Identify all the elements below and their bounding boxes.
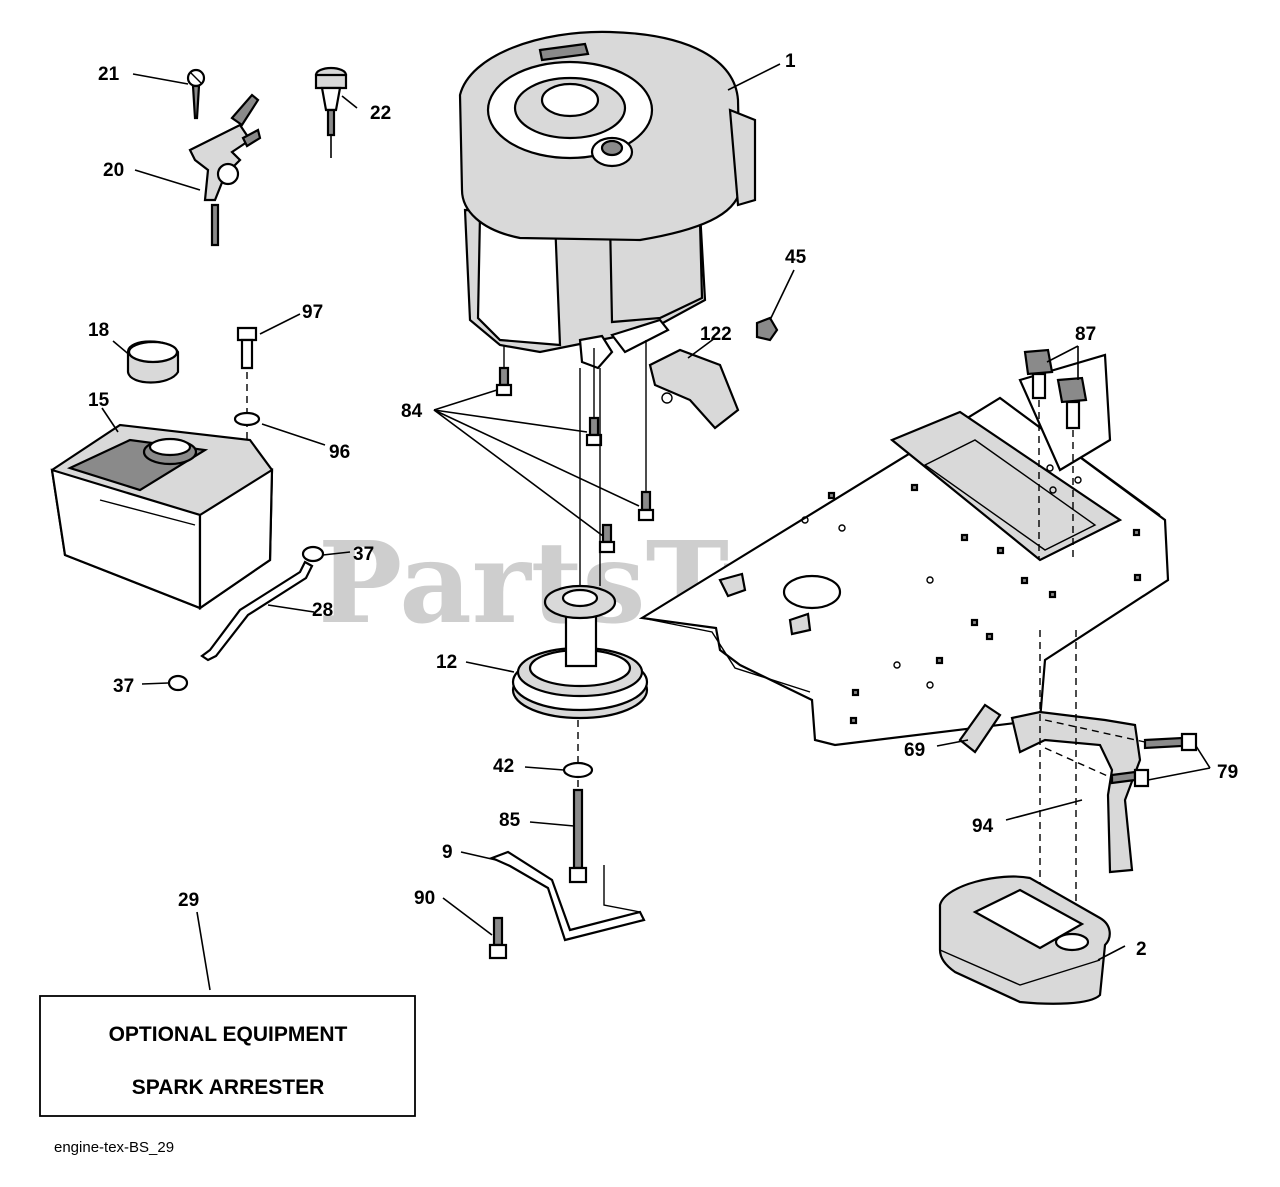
chassis-plate — [638, 353, 1170, 747]
gasket-part-69[interactable] — [958, 703, 1002, 754]
callout-28: 28 — [312, 600, 333, 621]
nut-part-45[interactable] — [755, 316, 779, 342]
callout-85: 85 — [499, 810, 521, 831]
pulley-part-12[interactable] — [511, 584, 649, 720]
fuel-cap-part-18[interactable] — [126, 340, 180, 384]
fuel-tank-part-15[interactable] — [50, 423, 274, 611]
callout-97: 97 — [302, 302, 323, 323]
guard-part-122[interactable] — [648, 348, 740, 430]
callout-42: 42 — [493, 756, 514, 777]
washer-part-96[interactable] — [233, 411, 261, 427]
callout-18: 18 — [88, 320, 109, 341]
callout-84: 84 — [401, 401, 423, 422]
callout-2: 2 — [1136, 939, 1147, 960]
fuel-line-part-28[interactable] — [200, 560, 314, 662]
callout-94: 94 — [972, 816, 994, 837]
callout-96: 96 — [329, 442, 350, 463]
muffler-part-2[interactable] — [938, 875, 1111, 1005]
screws-part-79[interactable] — [1110, 732, 1198, 788]
callout-37-upper: 37 — [353, 544, 374, 565]
callout-37-lower: 37 — [113, 676, 134, 697]
bolt-part-90[interactable] — [488, 916, 508, 960]
optional-equipment-label: OPTIONAL EQUIPMENT — [109, 1023, 348, 1046]
optional-equipment-box: OPTIONAL EQUIPMENT SPARK ARRESTER — [39, 995, 416, 1117]
diagram-footer-code: engine-tex-BS_29 — [54, 1139, 174, 1156]
callout-labels: 21 20 22 1 45 122 97 18 15 96 37 28 37 8… — [88, 51, 1238, 960]
callout-21: 21 — [98, 64, 120, 85]
callout-12: 12 — [436, 652, 457, 673]
engine-bolts-part-84[interactable] — [495, 366, 655, 554]
leader-lines — [101, 63, 1211, 991]
exhaust-pipe-part-94[interactable] — [1010, 710, 1142, 874]
callout-15: 15 — [88, 390, 110, 411]
callout-90: 90 — [414, 888, 435, 909]
engine-part[interactable] — [458, 30, 757, 370]
knob-part-22[interactable] — [314, 66, 348, 158]
throttle-bracket-part-20[interactable] — [188, 93, 262, 247]
clamp-part-37-upper[interactable] — [301, 545, 325, 563]
spark-arrester-label: SPARK ARRESTER — [132, 1076, 325, 1099]
callout-79: 79 — [1217, 762, 1238, 783]
studs-part-87[interactable] — [1023, 348, 1088, 430]
screw-part-21[interactable] — [186, 68, 206, 120]
callout-22: 22 — [370, 103, 391, 124]
callout-9: 9 — [442, 842, 453, 863]
callout-20: 20 — [103, 160, 124, 181]
callout-87: 87 — [1075, 324, 1096, 345]
callout-45: 45 — [785, 247, 807, 268]
washer-part-42[interactable] — [562, 761, 594, 779]
bolt-part-85[interactable] — [568, 788, 588, 884]
callout-1: 1 — [785, 51, 796, 72]
bolt-part-97[interactable] — [236, 326, 258, 370]
clamp-part-37-lower[interactable] — [167, 674, 189, 692]
callout-122: 122 — [700, 324, 732, 345]
bracket-part-9[interactable] — [489, 850, 646, 942]
callout-69: 69 — [904, 740, 925, 761]
callout-29: 29 — [178, 890, 199, 911]
